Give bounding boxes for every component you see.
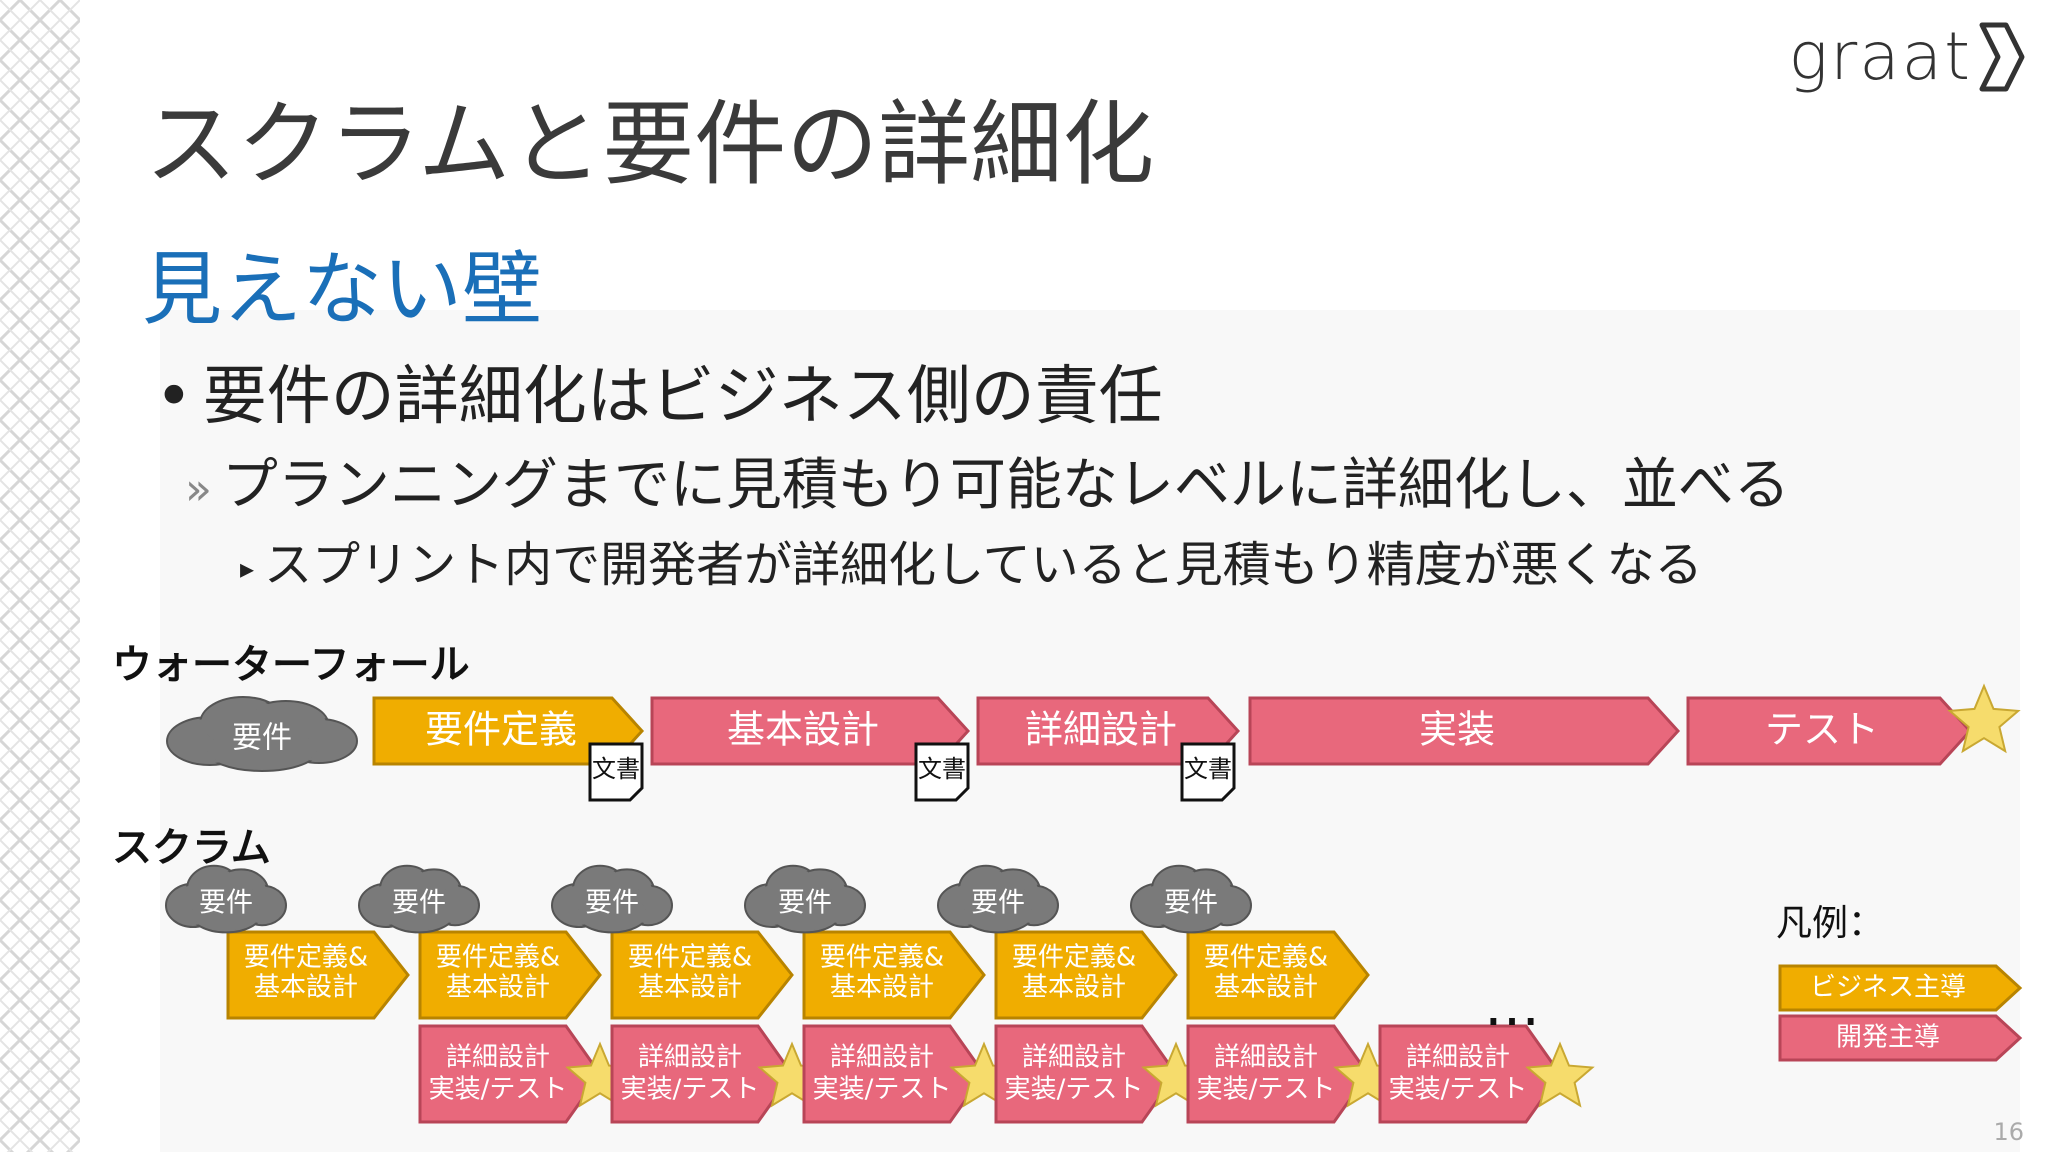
cloud-label: 要件 [778, 888, 832, 919]
scrum-biz-arrow [226, 930, 410, 1020]
scrum-dev-label: 実装/テスト [1005, 1075, 1144, 1105]
legend-business-arrow [1778, 964, 2023, 1012]
bullet-level3: ▸ スプリント内で開発者が詳細化していると見積もり精度が悪くなる [240, 525, 1703, 595]
bullet-level2: »プランニングまでに見積もり可能なレベルに詳細化し、並べる [185, 440, 1790, 521]
legend-dev-label: 開発主導 [1836, 1023, 1940, 1053]
waterfall-phase-label: テスト [1765, 708, 1879, 752]
scrum-label: スクラム [112, 825, 271, 871]
doc-label: 文書 [1184, 755, 1232, 783]
waterfall-phase-label: 要件定義 [425, 708, 577, 752]
waterfall-doc-2: 文書 [914, 742, 970, 802]
cloud-label: 要件 [392, 888, 446, 919]
page-subtitle: 見えない壁 [142, 243, 542, 336]
legend-dev-arrow [1778, 1014, 2023, 1062]
cloud-label: 要件 [199, 888, 253, 919]
scrum-cloud: 要件 [937, 864, 1059, 934]
scrum-dev-label: 実装/テスト [813, 1075, 952, 1105]
bullet-level2-text: プランニングまでに見積もり可能なレベルに詳細化し、並べる [221, 453, 1790, 518]
cloud-label: 要件 [1164, 888, 1218, 919]
scrum-cloud: 要件 [165, 864, 287, 934]
scrum-biz-label: 要件定義& [628, 943, 752, 973]
waterfall-label: ウォーターフォール [112, 642, 470, 688]
chevron-logo-icon [1979, 22, 2025, 91]
scrum-biz-label: 基本設計 [1214, 973, 1318, 1003]
scrum-biz-label: 基本設計 [638, 973, 742, 1003]
scrum-dev-label: 詳細設計 [1022, 1043, 1126, 1073]
scrum-biz-label: 要件定義& [436, 943, 560, 973]
scrum-cloud: 要件 [358, 864, 480, 934]
logo: graat [1788, 18, 2028, 95]
scrum-dev-label: 詳細設計 [1214, 1043, 1318, 1073]
waterfall-phase-label: 実装 [1419, 708, 1495, 752]
side-decoration [0, 0, 80, 1152]
bullet-level1-text: 要件の詳細化はビジネス側の責任 [202, 360, 1163, 434]
waterfall-doc-1: 文書 [588, 742, 644, 802]
scrum-biz-label: 要件定義& [820, 943, 944, 973]
scrum-biz-label: 基本設計 [254, 973, 358, 1003]
scrum-biz-arrow [802, 930, 986, 1020]
scrum-biz-arrow [1186, 930, 1370, 1020]
waterfall-phase-4 [1248, 696, 1681, 766]
scrum-biz-label: 基本設計 [446, 973, 550, 1003]
scrum-dev-label: 実装/テスト [1197, 1075, 1336, 1105]
scrum-dev-label: 実装/テスト [429, 1075, 568, 1105]
legend-business-label: ビジネス主導 [1810, 973, 1966, 1003]
doc-label: 文書 [918, 755, 966, 783]
bullet-dot-icon: • [155, 360, 193, 434]
cloud-label: 要件 [971, 888, 1025, 919]
bullet-level3-text: スプリント内で開発者が詳細化していると見積もり精度が悪くなる [264, 537, 1703, 593]
page-title: スクラムと要件の詳細化 [145, 91, 1155, 198]
scrum-dev-label: 実装/テスト [621, 1075, 760, 1105]
waterfall-cloud: 要件 [166, 696, 358, 772]
scrum-star-icon [1525, 1041, 1595, 1108]
scrum-biz-label: 要件定義& [1204, 943, 1328, 973]
scrum-biz-arrow [610, 930, 794, 1020]
doc-label: 文書 [592, 755, 640, 783]
cloud-label: 要件 [232, 721, 292, 756]
page-number: 16 [1993, 1118, 2024, 1146]
scrum-biz-label: 基本設計 [830, 973, 934, 1003]
scrum-biz-arrow [994, 930, 1178, 1020]
scrum-biz-label: 要件定義& [244, 943, 368, 973]
legend-title: 凡例： [1776, 903, 1884, 944]
doc-icon [914, 742, 970, 802]
double-chevron-icon: » [185, 464, 212, 515]
cloud-label: 要件 [585, 888, 639, 919]
scrum-biz-arrow [418, 930, 602, 1020]
scrum-dev-label: 詳細設計 [446, 1043, 550, 1073]
scrum-biz-label: 基本設計 [1022, 973, 1126, 1003]
scrum-dev-label: 実装/テスト [1389, 1075, 1528, 1105]
logo-text: graat [1788, 18, 1972, 95]
scrum-cloud: 要件 [1130, 864, 1252, 934]
scrum-biz-label: 要件定義& [1012, 943, 1136, 973]
waterfall-doc-3: 文書 [1180, 742, 1236, 802]
scrum-dev-label: 詳細設計 [638, 1043, 742, 1073]
triangle-bullet-icon: ▸ [240, 551, 255, 585]
scrum-cloud: 要件 [551, 864, 673, 934]
doc-icon [1180, 742, 1236, 802]
waterfall-phase-5 [1686, 696, 1973, 766]
scrum-cloud: 要件 [744, 864, 866, 934]
waterfall-phase-label: 基本設計 [727, 708, 879, 752]
waterfall-star-icon [1947, 683, 2021, 754]
doc-icon [588, 742, 644, 802]
waterfall-phase-label: 詳細設計 [1025, 708, 1177, 752]
scrum-dev-label: 詳細設計 [1406, 1043, 1510, 1073]
scrum-ellipsis: … [1484, 974, 1540, 1039]
scrum-dev-label: 詳細設計 [830, 1043, 934, 1073]
bullet-level1: •要件の詳細化はビジネス側の責任 [155, 345, 1163, 437]
